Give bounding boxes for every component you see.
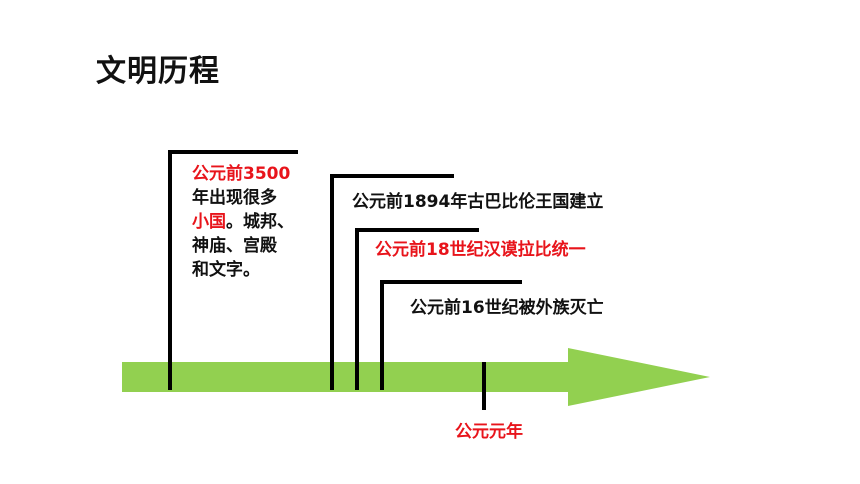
event4-vertical-line: [380, 280, 384, 390]
event1-line5: 和文字。: [192, 260, 260, 280]
event1-line3-highlight: 小国: [192, 212, 226, 232]
event1-line1: 公元前3500: [192, 164, 291, 184]
event4-text: 公元前16世纪被外族灭亡: [410, 298, 604, 318]
timeline-arrow-shape: [122, 348, 710, 406]
event4-horizontal-line: [380, 280, 522, 284]
event5-vertical-line: [482, 362, 486, 410]
event3-text: 公元前18世纪汉谟拉比统一: [375, 240, 586, 260]
event1-line2: 年出现很多: [192, 188, 277, 208]
event2-vertical-line: [330, 174, 334, 390]
event1-text: 公元前3500 年出现很多 小国。城邦、 神庙、宫殿 和文字。: [192, 162, 310, 282]
event1-horizontal-line: [168, 150, 298, 154]
event1-line3-rest: 。城邦、: [226, 212, 294, 232]
event2-text: 公元前1894年古巴比伦王国建立: [352, 192, 604, 212]
slide-title: 文明历程: [96, 54, 220, 89]
event1-vertical-line: [168, 150, 172, 390]
event1-line3: 小国。城邦、: [192, 210, 310, 234]
event1-line4: 神庙、宫殿: [192, 236, 277, 256]
event3-vertical-line: [355, 228, 359, 390]
event2-horizontal-line: [330, 174, 454, 178]
event3-horizontal-line: [355, 228, 479, 232]
event5-text: 公元元年: [455, 422, 523, 442]
